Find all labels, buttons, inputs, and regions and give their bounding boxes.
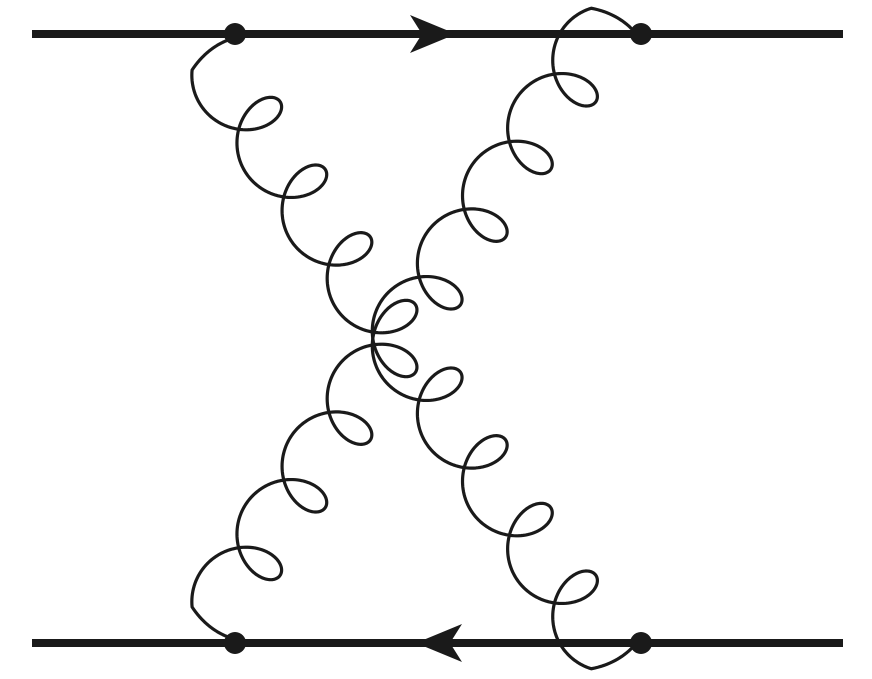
v-top-left-vertex (224, 23, 246, 45)
vertices (224, 23, 652, 654)
gluon-b (190, 6, 643, 645)
fermion-arrow-bottom (416, 624, 462, 662)
v-bottom-left-vertex (224, 632, 246, 654)
v-bottom-right-vertex (630, 632, 652, 654)
fermion-lines (32, 15, 843, 662)
fermion-arrow-top (410, 15, 456, 53)
v-top-right-vertex (630, 23, 652, 45)
gluon-lines (190, 6, 643, 671)
gluon-a (190, 32, 643, 671)
